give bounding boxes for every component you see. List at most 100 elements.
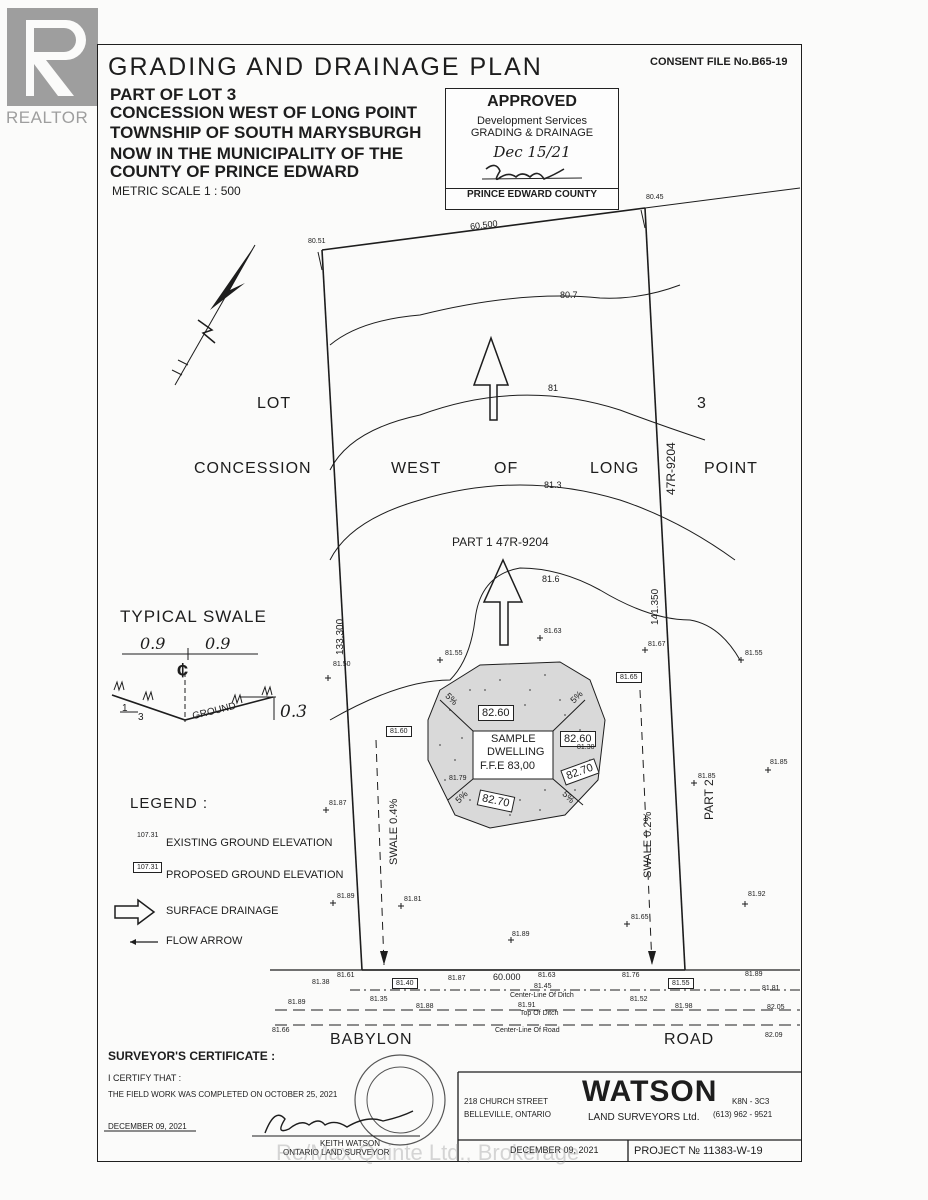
proposed-elev-6: 81.65 [616, 672, 642, 683]
drainage-arrow-north-2 [482, 558, 524, 646]
concession-word-4: LONG [590, 460, 640, 477]
approval-signature-icon [481, 164, 583, 181]
metric-scale: METRIC SCALE 1 : 500 [112, 184, 241, 198]
subtitle-line-4: NOW IN THE MUNICIPALITY OF THE [110, 144, 404, 163]
spot-elev-4: 81.55 [745, 650, 763, 657]
subtitle-line-2: CONCESSION WEST OF LONG POINT [110, 103, 417, 122]
spot-elev-2: 81.63 [544, 628, 562, 635]
contour-label-80-7: 80.7 [560, 290, 578, 300]
drainage-arrow-north [472, 335, 510, 421]
realtor-r-icon [7, 8, 98, 106]
dwelling-label-2: DWELLING [487, 746, 545, 758]
proposed-elev-8: 81.55 [668, 978, 694, 989]
spot-elev-9: 81.89 [512, 931, 530, 938]
left-dimension: 133.300 [335, 618, 346, 655]
plan-title: GRADING AND DRAINAGE PLAN [108, 53, 543, 81]
contour-label-81-3: 81.3 [544, 480, 562, 490]
road-elev-12: 81.88 [416, 1003, 434, 1010]
spot-elev-13: 81.85 [770, 759, 788, 766]
road-name-road: ROAD [664, 1031, 715, 1048]
spot-elev-3: 81.67 [648, 641, 666, 648]
legend-flow-text: FLOW ARROW [166, 935, 243, 947]
realtor-logo: REALTOR [6, 8, 99, 128]
legend-drainage-arrow-icon [114, 898, 156, 926]
approval-stamp: APPROVED Development Services GRADING & … [445, 88, 619, 210]
ditch-centerline-label: Center-Line Of Ditch [510, 992, 574, 999]
company-phone: (613) 962 - 9521 [713, 1110, 773, 1119]
road-elev-16: 81.66 [272, 1027, 290, 1034]
legend-existing-text: EXISTING GROUND ELEVATION [166, 837, 333, 849]
subtitle-line-1: PART OF LOT 3 [110, 85, 237, 104]
certificate-fieldwork: THE FIELD WORK WAS COMPLETED ON OCTOBER … [108, 1090, 338, 1099]
road-elev-5: 81.63 [538, 972, 556, 979]
company-subname: LAND SURVEYORS Ltd. [588, 1112, 700, 1123]
plan-reference: 47R-9204 [664, 442, 678, 495]
swale-depth: 0.3 [280, 702, 308, 722]
road-name-babylon: BABYLON [330, 1031, 413, 1048]
proposed-elev-1: 82.60 [478, 705, 514, 721]
consent-file: CONSENT FILE No.B65-19 [650, 56, 788, 68]
top-ditch-label: Top Of Ditch [520, 1010, 559, 1017]
realtor-text: REALTOR [6, 108, 89, 127]
dwelling-box [472, 730, 554, 780]
approval-dept: Development Services [476, 115, 588, 127]
spot-elev-15: 81.30 [577, 744, 595, 751]
approval-date: Dec 15/21 [493, 143, 571, 161]
concession-word-3: OF [494, 460, 519, 477]
contour-81-6 [329, 567, 741, 721]
contour-label-81: 81 [548, 383, 559, 393]
proposed-elev-7: 81.40 [392, 978, 418, 989]
road-elev-11: 81.89 [288, 999, 306, 1006]
part-2-label: PART 2 [702, 779, 716, 820]
spot-elev-11: 81.92 [748, 891, 766, 898]
surveyor-title: ONTARIO LAND SURVEYOR [283, 1148, 390, 1157]
road-elev-9: 81.89 [745, 971, 763, 978]
north-arrow-icon [171, 244, 256, 386]
company-postal: K8N - 3C3 [732, 1097, 770, 1106]
contour-label-81-6: 81.6 [542, 574, 560, 584]
road-elev-15: 82.05 [767, 1004, 785, 1011]
swale-left-label: SWALE 0.4% [388, 798, 400, 865]
subtitle-line-5: COUNTY OF PRINCE EDWARD [110, 162, 360, 181]
spot-elev-1: 81.55 [445, 650, 463, 657]
typical-swale-title: TYPICAL SWALE [120, 607, 267, 626]
corner-tr-elev: 80.45 [646, 194, 664, 201]
lot-label: LOT [257, 395, 292, 412]
company-date: DECEMBER 09, 2021 [510, 1145, 599, 1155]
concession-word-1: CONCESSION [194, 460, 312, 477]
road-elev-8: 81.52 [630, 996, 648, 1003]
legend-proposed-text: PROPOSED GROUND ELEVATION [166, 869, 344, 881]
spot-elev-12: 81.85 [698, 773, 716, 780]
certificate-date: DECEMBER 09, 2021 [108, 1122, 187, 1131]
centerline-symbol: ¢ [177, 660, 189, 682]
concession-word-2: WEST [391, 460, 442, 477]
spot-elev-5: 81.50 [333, 661, 351, 668]
company-logo-name: WATSON [582, 1075, 718, 1108]
bottom-dimension: 60.000 [493, 972, 521, 982]
road-elev-6: 81.45 [534, 983, 552, 990]
road-centerline-label: Center-Line Of Road [495, 1027, 560, 1034]
lot-number: 3 [697, 395, 706, 412]
swale-right [639, 689, 653, 966]
legend-flow-arrow-icon [130, 939, 136, 945]
spot-elev-6: 81.87 [329, 800, 347, 807]
company-address-1: 218 CHURCH STREET [464, 1097, 549, 1106]
swale-dim-right: 0.9 [205, 634, 231, 653]
swale-slope-3: 3 [138, 712, 144, 723]
subtitle-line-3: TOWNSHIP OF SOUTH MARYSBURGH [110, 123, 422, 142]
right-dimension: 141.350 [650, 588, 661, 625]
swale-right-label: SWALE 0.2% [642, 811, 654, 878]
road-elev-14: 81.98 [675, 1003, 693, 1010]
road-elev-7: 81.76 [622, 972, 640, 979]
swale-slope-1: 1 [122, 703, 128, 714]
contour-81 [329, 394, 706, 471]
approval-type: GRADING & DRAINAGE [470, 127, 594, 139]
certificate-title: SURVEYOR'S CERTIFICATE : [108, 1049, 276, 1063]
spot-elev-8: 81.81 [404, 896, 422, 903]
swale-left [375, 739, 385, 966]
road-elev-10: 81.81 [762, 985, 780, 992]
swale-dim-left: 0.9 [140, 634, 166, 653]
road-elev-1: 81.38 [312, 979, 330, 986]
project-number: PROJECT № 11383-W-19 [634, 1145, 763, 1157]
